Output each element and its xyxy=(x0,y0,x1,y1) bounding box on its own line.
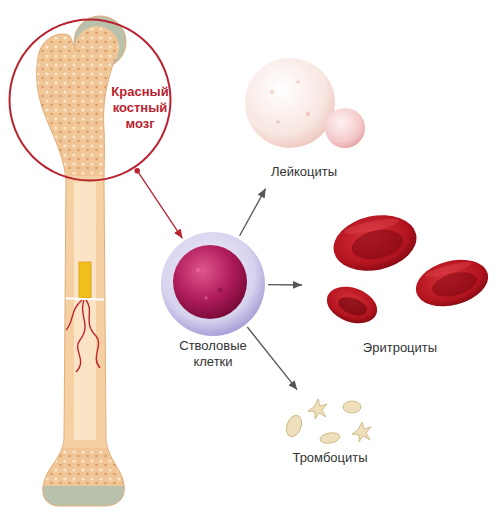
platelet-node: Тромбоциты xyxy=(272,392,388,470)
node-label: Красный костный мозг xyxy=(110,84,170,132)
connector-dot xyxy=(134,168,140,174)
stem-cell-node: Стволовые клетки xyxy=(158,230,268,374)
marrow-callout-circle: Красный костный мозг xyxy=(8,18,172,182)
platelet-picture xyxy=(272,392,388,450)
node-label: Лейкоциты xyxy=(238,164,370,180)
leukocyte-picture xyxy=(238,52,370,164)
node-label: Стволовые клетки xyxy=(173,338,253,370)
node-label: Тромбоциты xyxy=(272,450,388,466)
connector-line xyxy=(137,171,182,239)
erythrocyte-node: Эритроциты xyxy=(305,212,495,360)
connector-line xyxy=(247,327,297,390)
stem-cell-picture xyxy=(158,230,268,338)
node-label: Эритроциты xyxy=(305,340,495,356)
connector-arrow xyxy=(268,284,302,285)
erythrocyte-picture xyxy=(305,212,495,340)
connector-arrow xyxy=(134,168,182,238)
connector-arrow xyxy=(240,189,266,236)
connector-arrow xyxy=(247,327,297,390)
leukocyte-node: Лейкоциты xyxy=(238,52,370,186)
connector-line xyxy=(240,189,266,236)
connector-line xyxy=(268,284,302,286)
